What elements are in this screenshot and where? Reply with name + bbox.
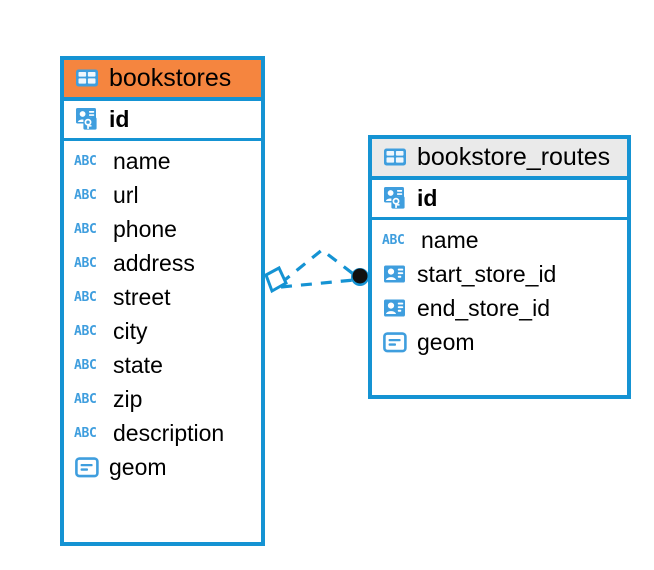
- field-row-state[interactable]: ABC state: [64, 348, 261, 382]
- abc-icon: ABC: [74, 323, 97, 339]
- entity-table-bookstore-routes[interactable]: bookstore_routes id: [368, 135, 631, 399]
- primary-key-label: id: [417, 185, 438, 212]
- field-row-city[interactable]: ABC city: [64, 314, 261, 348]
- relationship-diamond-marker: [264, 265, 288, 294]
- field-label: zip: [113, 386, 143, 413]
- abc-icon: ABC: [74, 289, 97, 305]
- field-label: start_store_id: [417, 261, 557, 288]
- entity-title: bookstores: [109, 64, 232, 92]
- relationship-line-upper: [279, 247, 357, 285]
- relationship-line-lower: [280, 278, 355, 289]
- field-row-description[interactable]: ABC description: [64, 416, 261, 450]
- field-label: description: [113, 420, 225, 447]
- field-row-name[interactable]: ABC name: [64, 144, 261, 178]
- entity-header-bookstore-routes: bookstore_routes: [372, 139, 627, 181]
- geometry-icon: [74, 454, 100, 480]
- abc-icon: ABC: [74, 357, 97, 373]
- primary-key-row-bookstore-routes[interactable]: id: [372, 180, 627, 221]
- abc-icon: ABC: [74, 187, 97, 203]
- field-label: geom: [417, 329, 475, 356]
- abc-icon: ABC: [74, 221, 97, 237]
- table-icon: [74, 65, 100, 91]
- entity-title: bookstore_routes: [417, 143, 611, 171]
- field-row-zip[interactable]: ABC zip: [64, 382, 261, 416]
- abc-icon: ABC: [74, 255, 97, 271]
- abc-icon: ABC: [74, 391, 97, 407]
- primary-key-row-bookstores[interactable]: id: [64, 101, 261, 142]
- abc-icon: ABC: [382, 232, 405, 248]
- field-list-bookstores: ABC name ABC url ABC phone ABC address A…: [64, 141, 261, 488]
- field-list-bookstore-routes: ABC name start_store_id: [372, 220, 627, 363]
- field-label: address: [113, 250, 195, 277]
- field-label: city: [113, 318, 148, 345]
- abc-icon: ABC: [74, 425, 97, 441]
- abc-icon: ABC: [74, 153, 97, 169]
- field-label: street: [113, 284, 171, 311]
- relationship-endpoint-ring: [351, 268, 369, 286]
- field-label: name: [421, 227, 479, 254]
- field-row-start-store-id[interactable]: start_store_id: [372, 257, 627, 291]
- field-row-geom[interactable]: geom: [64, 450, 261, 484]
- field-label: phone: [113, 216, 177, 243]
- primary-key-icon: [74, 106, 100, 132]
- primary-key-label: id: [109, 106, 130, 133]
- primary-key-icon: [382, 185, 408, 211]
- field-label: name: [113, 148, 171, 175]
- field-row-url[interactable]: ABC url: [64, 178, 261, 212]
- foreign-key-icon: [382, 295, 408, 321]
- geometry-icon: [382, 329, 408, 355]
- table-icon: [382, 144, 408, 170]
- entity-table-bookstores[interactable]: bookstores id: [60, 56, 265, 546]
- field-row-street[interactable]: ABC street: [64, 280, 261, 314]
- entity-header-bookstores: bookstores: [64, 60, 261, 102]
- field-row-address[interactable]: ABC address: [64, 246, 261, 280]
- field-label: geom: [109, 454, 167, 481]
- field-row-end-store-id[interactable]: end_store_id: [372, 291, 627, 325]
- field-label: state: [113, 352, 163, 379]
- field-label: url: [113, 182, 139, 209]
- field-row-name[interactable]: ABC name: [372, 223, 627, 257]
- field-row-geom[interactable]: geom: [372, 325, 627, 359]
- foreign-key-icon: [382, 261, 408, 287]
- field-label: end_store_id: [417, 295, 550, 322]
- relationship-endpoint-dot: [352, 268, 368, 284]
- field-row-phone[interactable]: ABC phone: [64, 212, 261, 246]
